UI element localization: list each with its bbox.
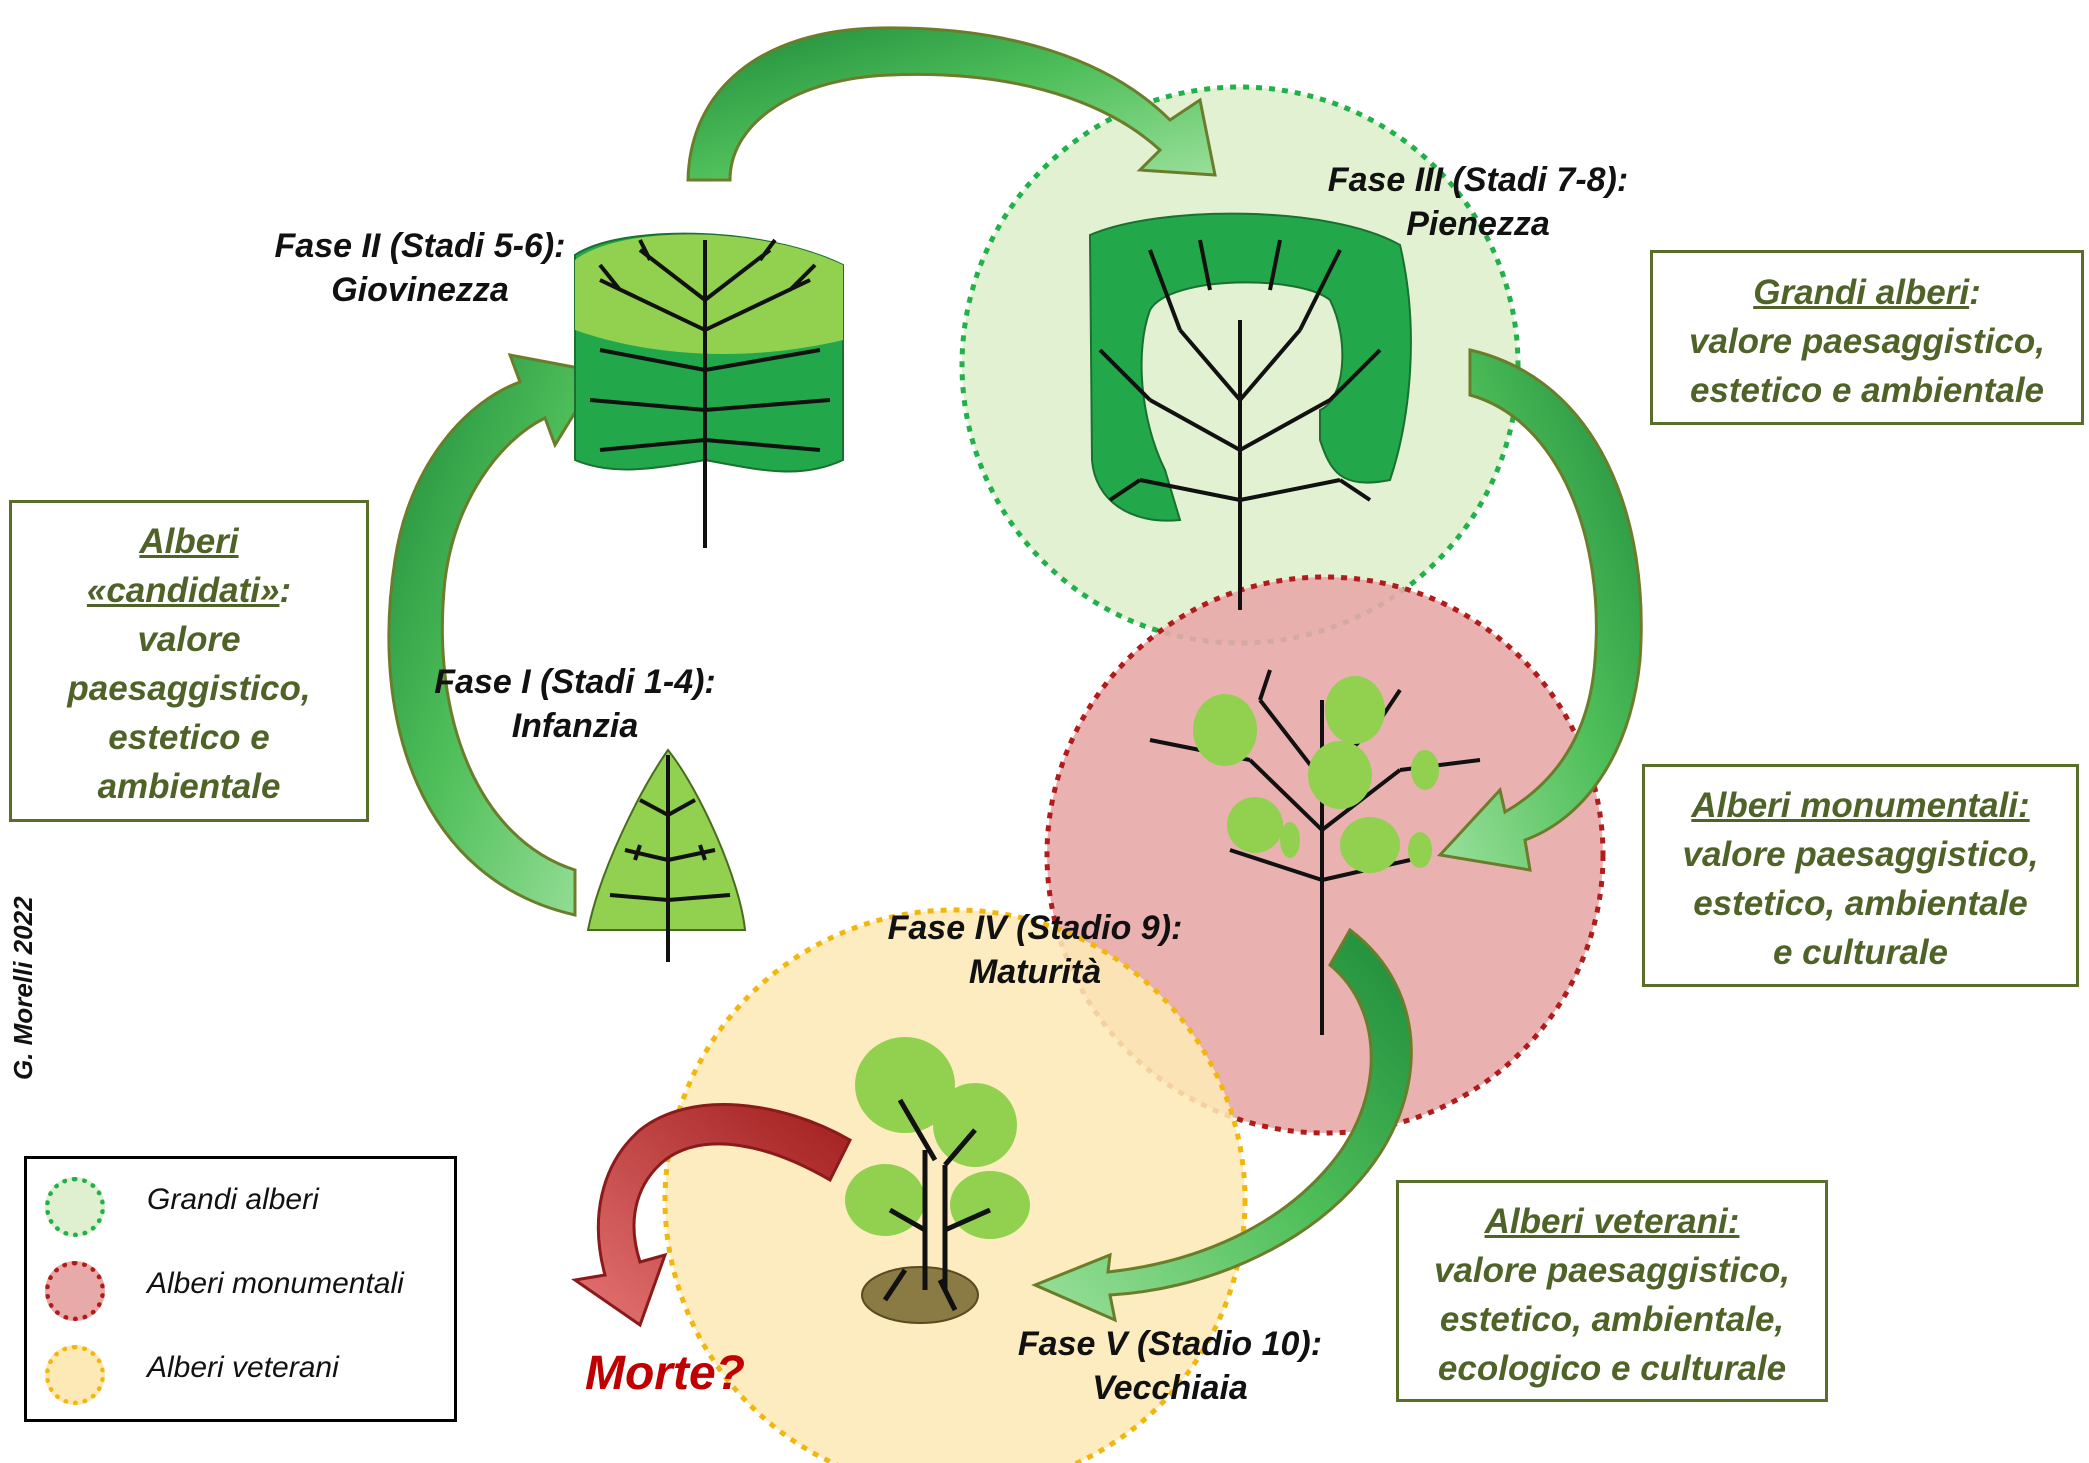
phase1-title: Fase I (Stadi 1-4):: [434, 663, 716, 701]
phase5-label: Fase V (Stadio 10): Vecchiaia: [1000, 1322, 1340, 1410]
legend-label-grandi: Grandi alberi: [147, 1183, 319, 1216]
author-credit: G. Morelli 2022: [8, 896, 38, 1080]
box-grandi-alberi: Grandi alberi: valore paesaggistico, est…: [1650, 250, 2084, 425]
phase4-name: Maturità: [968, 953, 1102, 991]
box-grandi-head: Grandi alberi:: [1753, 273, 1981, 312]
tree-phase1: [586, 748, 747, 962]
alberi-monumentali-circle: [1044, 574, 1606, 1136]
box-candidati-line5: estetico e: [108, 718, 270, 757]
legend-item-grandi: Grandi alberi: [27, 1169, 454, 1239]
phase1-label: Fase I (Stadi 1-4): Infanzia: [410, 660, 740, 748]
box-veterani-line4: ecologico e culturale: [1437, 1349, 1787, 1388]
phase2-label: Fase II (Stadi 5-6): Giovinezza: [255, 224, 585, 312]
legend: Grandi alberi Alberi monumentali Alberi …: [24, 1156, 457, 1422]
tree-phase4: [1149, 669, 1481, 1035]
phase2-name: Giovinezza: [331, 271, 509, 309]
arrow-to-death: [571, 1103, 852, 1328]
box-veterani-line2: valore paesaggistico,: [1434, 1251, 1790, 1290]
legend-label-veterani: Alberi veterani: [147, 1351, 339, 1384]
box-monumentali-line2: valore paesaggistico,: [1682, 835, 2039, 874]
phase3-title: Fase III (Stadi 7-8):: [1327, 161, 1629, 199]
tree-phase3: [1088, 212, 1412, 610]
tree-phase5: [845, 1037, 1030, 1324]
arrow-phase3-to-phase4: [1437, 348, 1643, 872]
box-candidati-line6: ambientale: [97, 767, 281, 806]
box-candidati: Alberi «candidati»: valore paesaggistico…: [9, 500, 369, 822]
legend-swatch-grandi: [45, 1177, 105, 1237]
phase5-title: Fase V (Stadio 10):: [1017, 1325, 1323, 1363]
phase3-label: Fase III (Stadi 7-8): Pienezza: [1298, 158, 1658, 246]
box-veterani-line3: estetico, ambientale,: [1439, 1300, 1785, 1339]
legend-item-veterani: Alberi veterani: [27, 1337, 454, 1407]
phase3-name: Pienezza: [1406, 205, 1550, 243]
death-label: Morte?: [585, 1347, 745, 1400]
box-veterani-head: Alberi veterani:: [1484, 1202, 1740, 1241]
phase1-name: Infanzia: [511, 707, 639, 745]
alberi-veterani-circle: [662, 907, 1248, 1463]
box-alberi-veterani: Alberi veterani: valore paesaggistico, e…: [1396, 1180, 1828, 1402]
phase5-name: Vecchiaia: [1092, 1369, 1248, 1407]
phase4-label: Fase IV (Stadio 9): Maturità: [870, 906, 1200, 994]
arrow-phase1-to-phase2: [387, 353, 603, 917]
phase2-title: Fase II (Stadi 5-6):: [274, 227, 566, 265]
arrow-phase4-to-phase5: [1031, 927, 1413, 1323]
box-monumentali-line4: e culturale: [1772, 933, 1949, 972]
box-alberi-monumentali: Alberi monumentali: valore paesaggistico…: [1642, 764, 2079, 987]
box-candidati-line2: «candidati»:: [86, 571, 292, 610]
box-grandi-line2: valore paesaggistico,: [1689, 322, 2045, 361]
legend-item-monumentali: Alberi monumentali: [27, 1253, 454, 1323]
box-candidati-line3: valore: [137, 620, 241, 659]
box-monumentali-head: Alberi monumentali:: [1691, 786, 2030, 825]
tree-phase2: [574, 232, 844, 548]
box-candidati-line4: paesaggistico,: [67, 669, 311, 708]
legend-swatch-veterani: [45, 1345, 105, 1405]
box-monumentali-line3: estetico, ambientale: [1693, 884, 2028, 923]
legend-swatch-monumentali: [45, 1261, 105, 1321]
box-grandi-line3: estetico e ambientale: [1689, 371, 2045, 410]
legend-label-monumentali: Alberi monumentali: [147, 1267, 404, 1300]
box-candidati-head: Alberi: [139, 522, 239, 561]
arrow-phase2-to-phase3: [686, 26, 1217, 182]
phase4-title: Fase IV (Stadio 9):: [887, 909, 1183, 947]
